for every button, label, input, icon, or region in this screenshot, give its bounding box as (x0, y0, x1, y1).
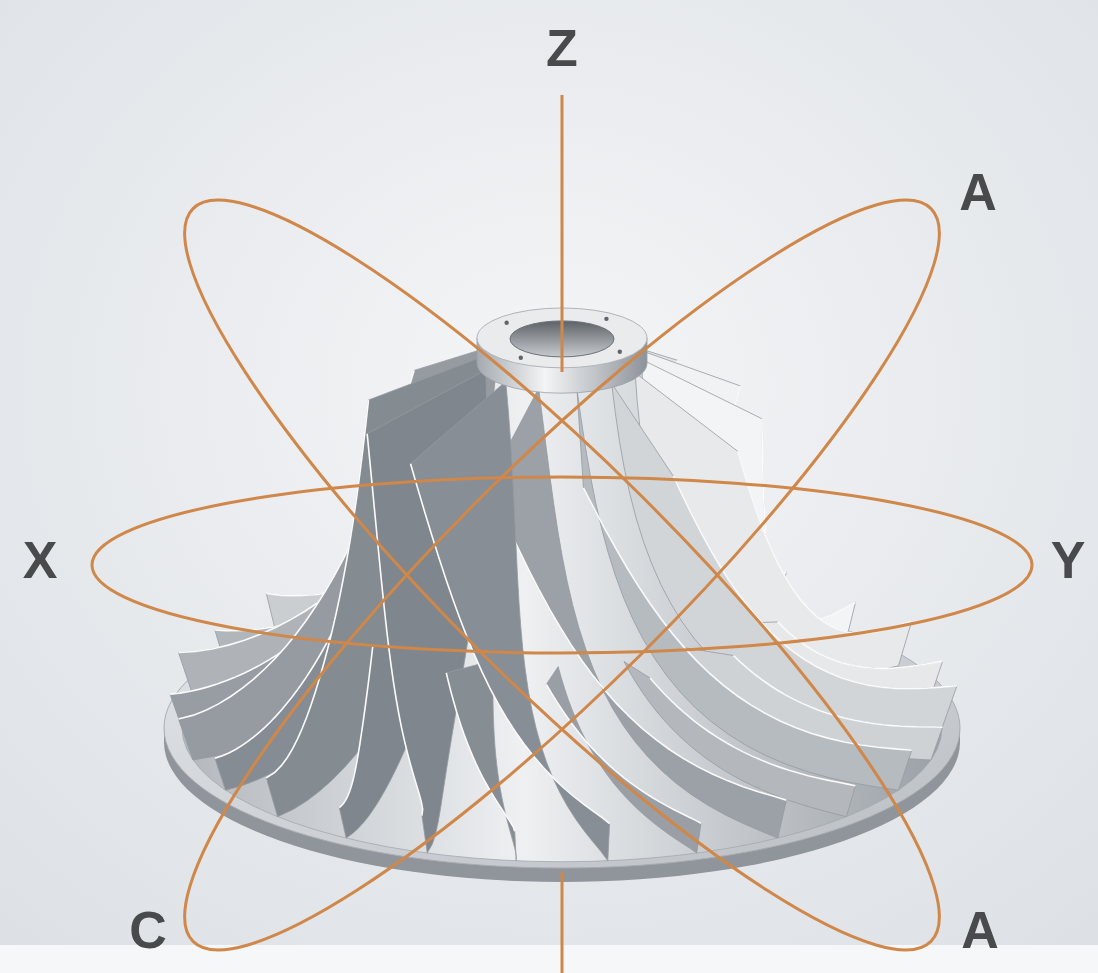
blade (411, 381, 610, 860)
blade-face (489, 388, 787, 838)
axis-label: Z (546, 22, 578, 74)
a-c-ring (114, 129, 1010, 973)
bolt-hole (618, 350, 622, 354)
blade-face (612, 383, 957, 728)
axis-label: A (961, 904, 999, 956)
z-axis-line (561, 872, 564, 973)
bolt-hole (604, 317, 608, 321)
axis-label: X (23, 534, 58, 586)
blade-edge (266, 400, 368, 778)
blade-edge (367, 434, 422, 816)
axis-label: C (129, 904, 167, 956)
blade-face (411, 381, 610, 860)
a-ring (114, 129, 1010, 973)
z-axis-line (561, 95, 564, 372)
blade (612, 383, 957, 728)
blade-edge (738, 451, 912, 633)
blade-edge (546, 684, 701, 823)
blade-edge (411, 464, 610, 824)
blade-edge (583, 488, 911, 751)
blade-edge (339, 646, 372, 807)
bolt-hole (519, 356, 523, 360)
axis-label: A (959, 166, 997, 218)
bolt-hole (504, 321, 508, 325)
xy-ring (92, 477, 1032, 653)
blade (489, 388, 787, 838)
impeller (164, 308, 960, 882)
axis-label: Y (1051, 534, 1086, 586)
